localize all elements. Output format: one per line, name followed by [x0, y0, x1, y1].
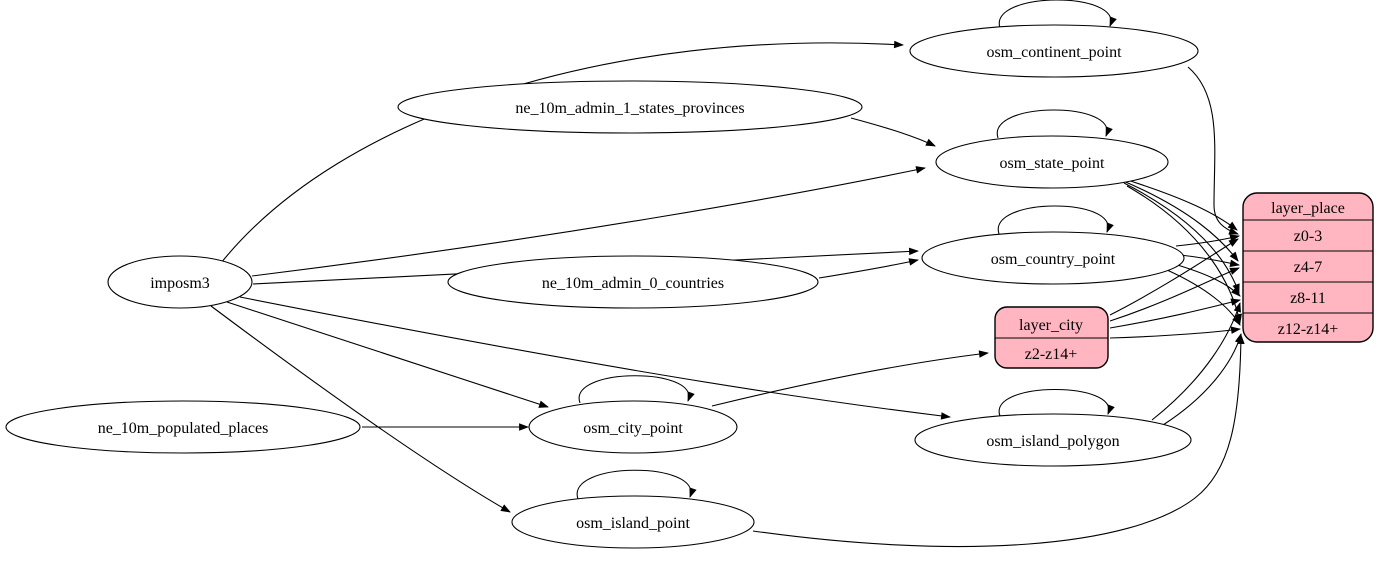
- node-imposm3-label: imposm3: [150, 275, 210, 292]
- self-loop-osm_country_point: [997, 205, 1114, 235]
- record-layer_place-row-z8-11: z8-11: [1290, 290, 1326, 307]
- record-layer_place-row-z12-z14: z12-z14+: [1278, 321, 1339, 338]
- node-osm_city_point-shape: [528, 400, 738, 454]
- edge-ne_10m_admin_1_states_provinces-osm_state_point: [850, 117, 936, 147]
- node-osm_continent_point-shape: [909, 24, 1199, 78]
- record-layer_place-title: layer_place: [1271, 200, 1345, 217]
- edge-ne_10m_admin_0_countries-osm_country_point: [818, 258, 919, 279]
- edge-osm_state_point-layer_place-z0-3: [1117, 176, 1238, 231]
- node-osm_island_polygon-label: osm_island_polygon: [986, 433, 1119, 450]
- node-osm_island_polygon-shape: [914, 413, 1192, 467]
- edge-imposm3-osm_continent_point: [220, 40, 904, 264]
- self-loop-osm_city_point: [578, 375, 695, 404]
- edge-osm_country_point-layer_place-z0-3: [1175, 234, 1240, 247]
- node-osm_state_point-shape: [935, 135, 1169, 189]
- edge-osm_island_polygon-layer_place-z12-z14: [1162, 333, 1243, 426]
- edge-osm_island_point-layer_place-z12-z14: [752, 334, 1245, 548]
- node-ne_10m_admin_1_states_provinces-shape: [397, 80, 863, 134]
- node-osm_island_point-label: osm_island_point: [576, 515, 690, 532]
- node-ne_10m_populated_places: ne_10m_populated_places: [5, 400, 361, 454]
- node-ne_10m_admin_0_countries: ne_10m_admin_0_countries: [447, 255, 819, 309]
- node-osm_country_point-label: osm_country_point: [991, 251, 1116, 268]
- node-ne_10m_admin_0_countries-shape: [447, 255, 819, 309]
- edge-layer_city-layer_place-z0-3: [1109, 238, 1239, 316]
- node-ne_10m_admin_1_states_provinces-label: ne_10m_admin_1_states_provinces: [515, 100, 744, 117]
- edge-osm_country_point-layer_place-z12-z14: [1166, 269, 1241, 326]
- edge-osm_island_polygon-layer_place-z8-11: [1151, 302, 1241, 421]
- node-imposm3: imposm3: [107, 255, 253, 309]
- self-loop-osm_island_polygon: [998, 389, 1115, 417]
- node-osm_country_point-shape: [921, 231, 1185, 285]
- edge-imposm3-osm_state_point: [251, 166, 926, 277]
- record-layer_place-row-z4-7: z4-7: [1294, 259, 1322, 276]
- node-ne_10m_populated_places-shape: [5, 400, 361, 454]
- node-ne_10m_populated_places-label: ne_10m_populated_places: [98, 420, 269, 437]
- self-loop-osm_continent_point: [998, 0, 1117, 29]
- node-osm_city_point-label: osm_city_point: [583, 420, 683, 437]
- edge-imposm3-osm_city_point: [226, 301, 549, 408]
- edge-osm_state_point-layer_place-z8-11: [1123, 182, 1240, 294]
- edge-osm_city_point-layer_city-z2-z14: [711, 350, 989, 407]
- node-osm_island_point: osm_island_point: [511, 495, 755, 549]
- self-loop-osm_island_point: [576, 469, 697, 500]
- node-ne_10m_admin_1_states_provinces: ne_10m_admin_1_states_provinces: [397, 80, 863, 134]
- nodes-layer: imposm3 ne_10m_admin_1_states_provinces …: [5, 24, 1374, 549]
- self-loop-osm_state_point: [996, 109, 1113, 139]
- edge-imposm3-osm_island_polygon: [239, 296, 951, 420]
- edge-layer_city-layer_place-z8-11: [1109, 298, 1241, 329]
- node-imposm3-shape: [107, 255, 253, 309]
- record-layer_place: layer_place z0-3 z4-7 z8-11 z12-z14+: [1242, 192, 1374, 343]
- node-osm_state_point-label: osm_state_point: [1000, 155, 1105, 172]
- edge-layer_city-layer_place-z4-7: [1109, 267, 1240, 322]
- node-osm_island_polygon: osm_island_polygon: [914, 413, 1192, 467]
- record-layer_city: layer_city z2-z14+: [994, 306, 1109, 369]
- edges-layer: [210, 0, 1245, 548]
- record-layer_place-row-z0-3: z0-3: [1294, 228, 1322, 245]
- edge-osm_state_point-layer_place-z4-7: [1120, 179, 1239, 262]
- edge-osm_country_point-layer_place-z8-11: [1173, 263, 1241, 297]
- edge-osm_continent_point-layer_place-z0-3: [1187, 66, 1239, 235]
- record-layer_city-row-z2-z14: z2-z14+: [1025, 346, 1078, 363]
- node-osm_city_point: osm_city_point: [528, 400, 738, 454]
- node-osm_island_point-shape: [511, 495, 755, 549]
- node-osm_continent_point: osm_continent_point: [909, 24, 1199, 78]
- node-ne_10m_admin_0_countries-label: ne_10m_admin_0_countries: [542, 275, 724, 292]
- record-layer_place-shape: [1242, 192, 1374, 343]
- edge-layer_city-layer_place-z12-z14: [1109, 326, 1241, 339]
- node-osm_country_point: osm_country_point: [921, 231, 1185, 285]
- node-osm_continent_point-label: osm_continent_point: [986, 44, 1122, 61]
- record-layer_city-title: layer_city: [1019, 317, 1083, 334]
- node-osm_state_point: osm_state_point: [935, 135, 1169, 189]
- edge-osm_country_point-layer_place-z4-7: [1179, 254, 1240, 267]
